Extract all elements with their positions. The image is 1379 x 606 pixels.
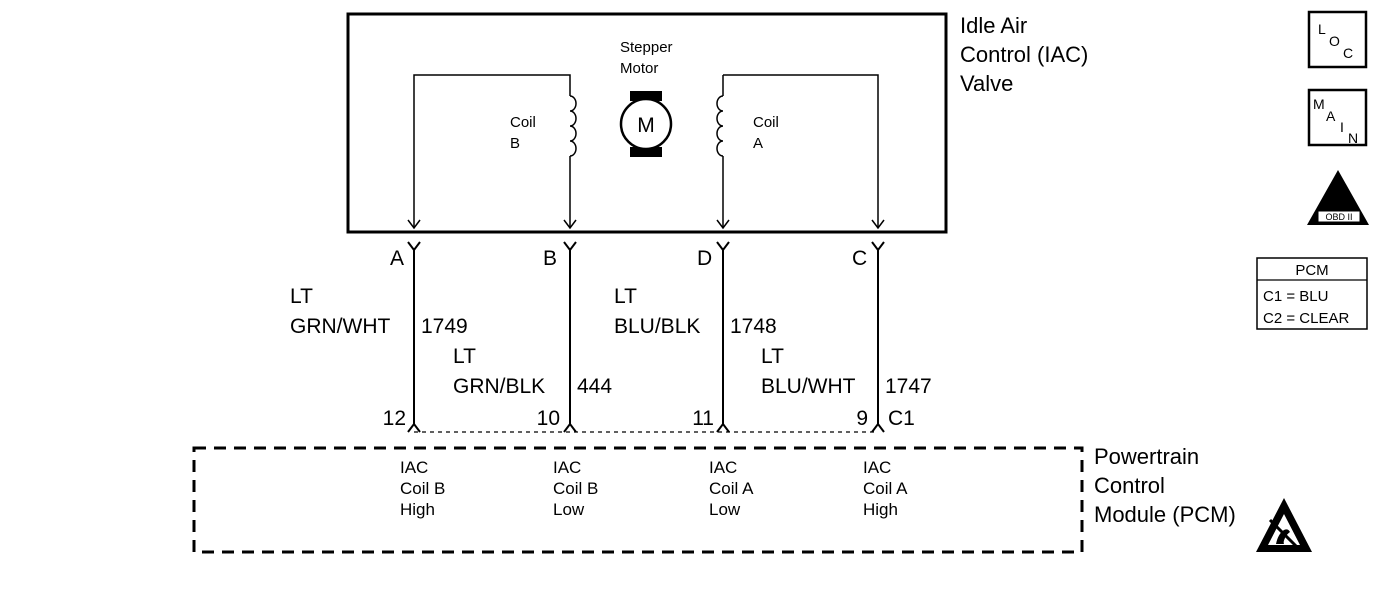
pcm-term-4-line-2: Coil A (863, 479, 908, 498)
loc-icon: L O C (1307, 10, 1368, 69)
loc-letter-o: O (1329, 33, 1340, 49)
coil-a-label-line-1: Coil (753, 114, 779, 131)
wire-2-circuit-number: 444 (577, 375, 612, 398)
motor-top-brush (630, 91, 662, 101)
wire-2-color-line-2: GRN/BLK (453, 375, 545, 398)
pin-d-label: D (697, 247, 712, 270)
pcm-term-3-line-1: IAC (709, 458, 737, 477)
main-letter-n: N (1348, 130, 1358, 146)
pcm-title-line-3: Module (PCM) (1094, 502, 1236, 527)
pcm-term-4-line-3: High (863, 500, 898, 519)
loc-letter-c: C (1343, 45, 1353, 61)
coil-b-wire-a (413, 74, 571, 228)
pcm-title: Powertrain Control Module (PCM) (1094, 444, 1236, 527)
pcm-pin-numbers: 12 10 11 9 C1 (383, 407, 915, 430)
arrow-icon-b (563, 219, 577, 230)
wire-4-circuit-number: 1747 (885, 375, 932, 398)
coil-a: Coil A (716, 74, 879, 228)
legend-row-c2: C2 = CLEAR (1263, 310, 1349, 327)
iac-title-line-2: Control (IAC) (960, 42, 1088, 67)
arrow-icon-a (407, 219, 421, 230)
iac-valve-box (346, 12, 948, 234)
arrow-icon-c (871, 219, 885, 230)
pcm-box (192, 446, 1084, 554)
wire-3-circuit-number: 1748 (730, 315, 777, 338)
pcm-title-line-2: Control (1094, 473, 1165, 498)
pcm-term-2-line-1: IAC (553, 458, 581, 477)
legend-title: PCM (1295, 262, 1328, 279)
wire-3-color-line-1: LT (614, 285, 637, 308)
pin-b-label: B (543, 247, 557, 270)
connector-bottom-icon-1 (407, 422, 421, 433)
connector-pins: A B D C (390, 247, 867, 270)
main-letter-a: A (1326, 108, 1336, 124)
harness-wires (407, 241, 885, 433)
connector-top-icon-3 (716, 241, 730, 252)
loc-letter-l: L (1318, 21, 1326, 37)
pcm-pin-9: 9 (856, 407, 868, 430)
connector-top-icon-1 (407, 241, 421, 252)
pcm-terminal-labels: IAC Coil B High IAC Coil B Low IAC Coil … (400, 458, 908, 519)
coil-a-label-line-2: A (753, 135, 763, 152)
connector-bottom-icon-3 (716, 422, 730, 433)
pcm-term-1-line-2: Coil B (400, 479, 445, 498)
pcm-term-2-line-3: Low (553, 500, 585, 519)
connector-bottom-icon-2 (563, 422, 577, 433)
esd-warning-icon (1256, 498, 1312, 552)
main-icon: M A I N (1307, 88, 1368, 147)
pcm-pin-12: 12 (383, 407, 406, 430)
pcm-term-1-line-1: IAC (400, 458, 428, 477)
main-letter-m: M (1313, 96, 1325, 112)
pcm-term-4-line-1: IAC (863, 458, 891, 477)
wire-4-color-line-2: BLU/WHT (761, 375, 856, 398)
coil-b-label-line-1: Coil (510, 114, 536, 131)
coil-a-winding-icon (716, 95, 724, 157)
main-letter-i: I (1340, 119, 1344, 135)
iac-valve-title: Idle Air Control (IAC) Valve (960, 13, 1088, 96)
wire-1-color-line-1: LT (290, 285, 313, 308)
wire-1-color-line-2: GRN/WHT (290, 315, 390, 338)
pcm-title-line-1: Powertrain (1094, 444, 1199, 469)
motor-symbol: M (637, 114, 655, 137)
connector-top-icon-4 (871, 241, 885, 252)
coil-b: Coil B (413, 74, 577, 228)
wire-4-color-line-1: LT (761, 345, 784, 368)
motor-icon (619, 97, 673, 151)
pcm-term-1-line-3: High (400, 500, 435, 519)
coil-b-label-line-2: B (510, 135, 520, 152)
pcm-term-3-line-3: Low (709, 500, 741, 519)
pin-c-label: C (852, 247, 867, 270)
iac-title-line-1: Idle Air (960, 13, 1027, 38)
pin-a-label: A (390, 247, 404, 270)
wire-labels: LT GRN/WHT 1749 LT GRN/BLK 444 LT BLU/BL… (290, 285, 932, 398)
coil-b-winding-icon (569, 95, 577, 157)
connector-bottom-icon-4 (871, 422, 885, 433)
stepper-motor: Stepper Motor M (619, 39, 673, 157)
pcm-term-2-line-2: Coil B (553, 479, 598, 498)
motor-bottom-brush (630, 147, 662, 157)
motor-label-line-1: Stepper (620, 39, 673, 56)
motor-label-line-2: Motor (620, 60, 658, 77)
wire-1-circuit-number: 1749 (421, 315, 468, 338)
arrow-icon-d (716, 219, 730, 230)
iac-title-line-3: Valve (960, 71, 1013, 96)
obd-ii-icon: II OBD II (1307, 170, 1369, 225)
obd-label: OBD II (1325, 212, 1352, 222)
wire-3-color-line-2: BLU/BLK (614, 315, 700, 338)
pcm-pin-11: 11 (692, 407, 714, 430)
pcm-pin-10: 10 (537, 407, 560, 430)
wire-2-color-line-1: LT (453, 345, 476, 368)
legend-row-c1: C1 = BLU (1263, 288, 1328, 305)
obd-numeral: II (1334, 191, 1343, 210)
pcm-term-3-line-2: Coil A (709, 479, 754, 498)
pcm-connector-legend: PCM C1 = BLU C2 = CLEAR (1256, 257, 1368, 330)
connector-c1-label: C1 (888, 407, 915, 430)
connector-top-icon-2 (563, 241, 577, 252)
coil-a-wire-c (723, 74, 879, 228)
terminal-arrows (407, 219, 885, 230)
